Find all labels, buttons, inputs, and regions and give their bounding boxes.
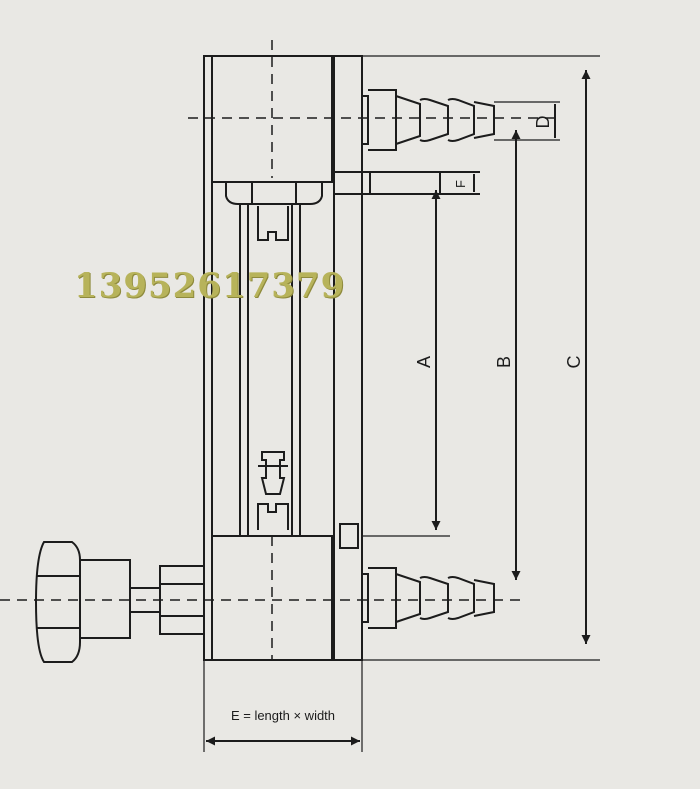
bottom-stopper (257, 503, 289, 530)
label-C: C (564, 356, 584, 369)
valve-knob (34, 541, 205, 663)
label-B: B (494, 356, 514, 368)
top-stopper (257, 206, 289, 241)
label-D: D (533, 116, 553, 129)
float (260, 451, 286, 495)
back-plate (203, 55, 213, 661)
right-rail (333, 55, 363, 661)
label-E: E = length × width (231, 708, 335, 723)
tube-top-nut (225, 181, 323, 205)
label-F: F (453, 180, 468, 188)
top-hose-fitting (361, 89, 495, 151)
bottom-hose-fitting (361, 567, 495, 629)
label-A: A (414, 356, 434, 368)
watermark-phone: 13952617379 (74, 266, 346, 306)
